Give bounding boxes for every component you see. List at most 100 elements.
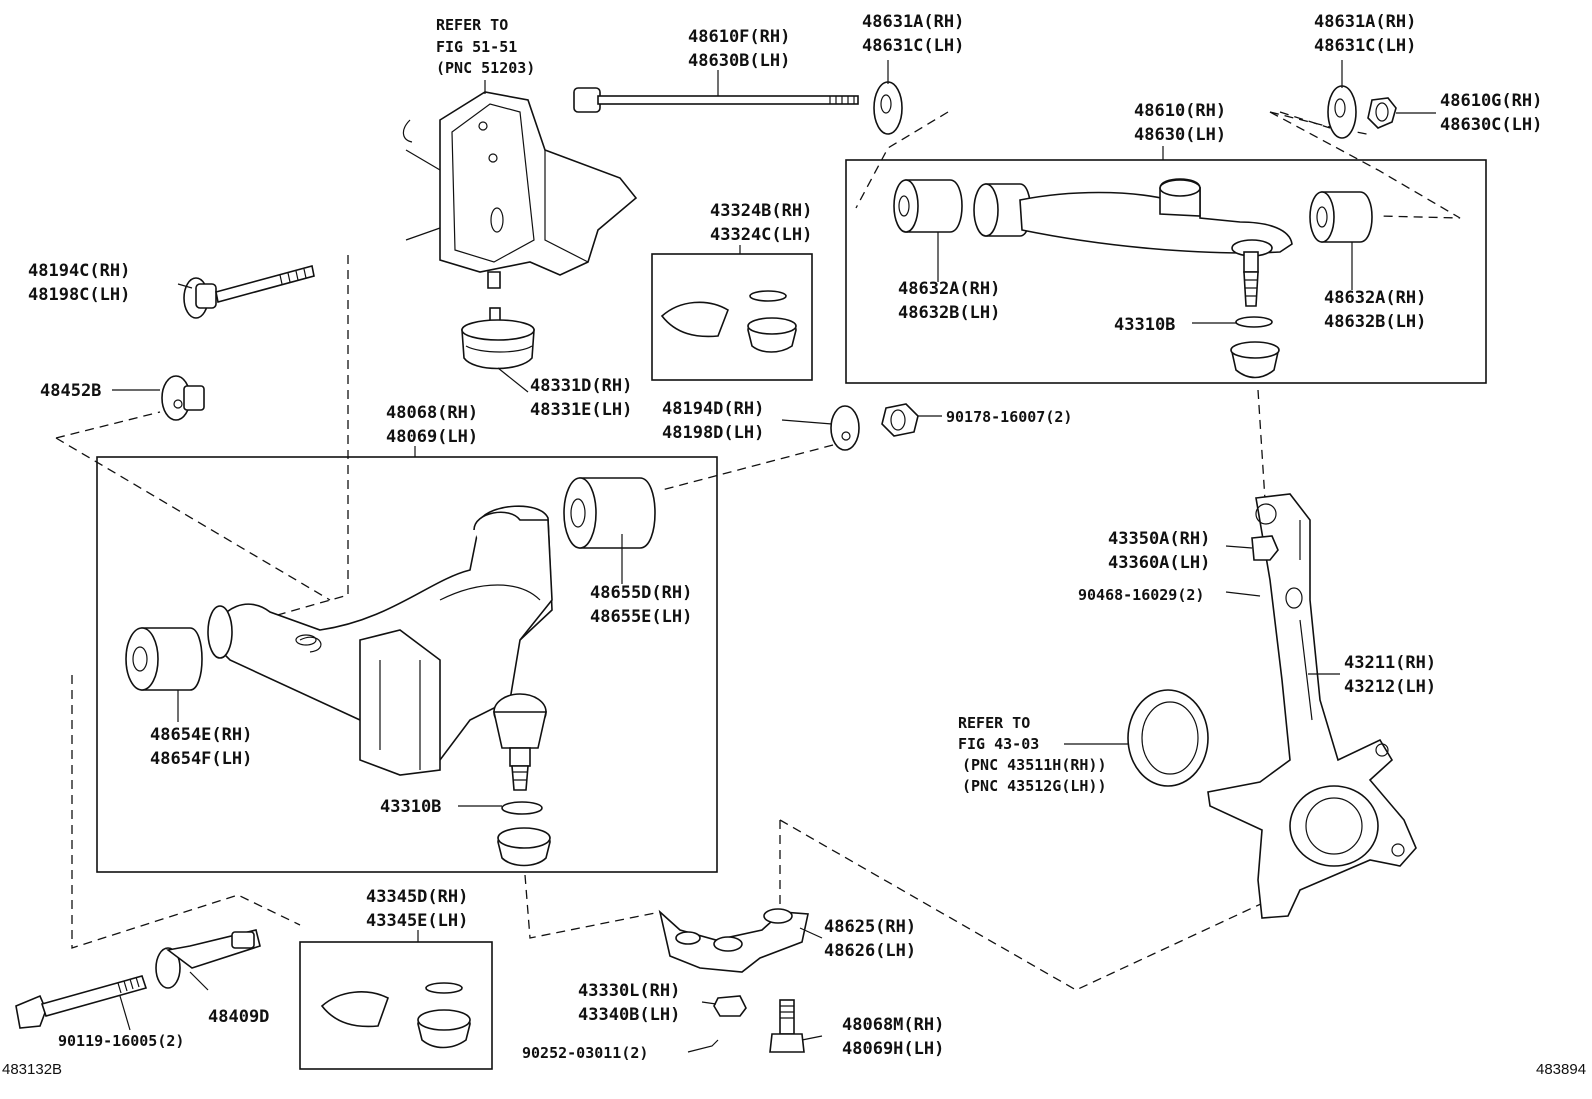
svg-text:48198C(LH): 48198C(LH) (28, 285, 130, 305)
label-48331D: 48331D(RH) 48331E(LH) (530, 376, 632, 420)
label-48610G: 48610G(RH) 48630C(LH) (1440, 91, 1542, 135)
svg-text:48632A(RH): 48632A(RH) (1324, 288, 1426, 308)
svg-text:43324C(LH): 43324C(LH) (710, 225, 812, 245)
steering-knuckle (1207, 493, 1417, 919)
svg-text:48198D(LH): 48198D(LH) (662, 423, 764, 443)
refer-bracket-line-3: (PNC 51203) (436, 59, 535, 77)
refer-hub-line-3: (PNC 43511H(RH)) (962, 756, 1107, 774)
label-48631A-right: 48631A(RH) 48631C(LH) (1314, 12, 1416, 56)
svg-text:48631C(LH): 48631C(LH) (1314, 36, 1416, 56)
svg-text:48631A(RH): 48631A(RH) (862, 12, 964, 32)
svg-text:48655E(LH): 48655E(LH) (590, 607, 692, 627)
refer-bracket-note: REFER TO FIG 51-51 (PNC 51203) (436, 16, 535, 77)
svg-text:48610G(RH): 48610G(RH) (1440, 91, 1542, 111)
lower-arm-box (96, 456, 718, 873)
svg-text:48068M(RH): 48068M(RH) (842, 1015, 944, 1035)
refer-hub-line-4: (PNC 43512G(LH)) (962, 777, 1107, 795)
refer-hub-line-1: REFER TO (958, 714, 1030, 732)
cam-plate-right (1327, 85, 1357, 139)
support-bolt (769, 999, 805, 1053)
refer-bracket-line-1: REFER TO (436, 16, 508, 34)
svg-text:43340B(LH): 43340B(LH) (578, 1005, 680, 1025)
svg-text:43345D(RH): 43345D(RH) (366, 887, 468, 907)
frame-bracket (402, 91, 638, 289)
label-48409D: 48409D (208, 1007, 269, 1027)
cam-plate-lower (830, 405, 860, 451)
label-48655D: 48655D(RH) 48655E(LH) (590, 583, 692, 627)
image-code-left: 483132B (2, 1061, 62, 1078)
leader-lines (112, 60, 1436, 1041)
lower-nut (881, 403, 919, 437)
svg-text:48631C(LH): 48631C(LH) (862, 36, 964, 56)
svg-text:43350A(RH): 43350A(RH) (1108, 529, 1210, 549)
hub-dust-seal (1127, 689, 1209, 787)
svg-text:43330L(RH): 43330L(RH) (578, 981, 680, 1001)
upper-control-arm (893, 178, 1373, 379)
cam-bolt-upper (183, 265, 315, 319)
svg-text:43345E(LH): 43345E(LH) (366, 911, 468, 931)
label-43350A: 43350A(RH) 43360A(LH) (1108, 529, 1210, 573)
label-48610F: 48610F(RH) 48630B(LH) (688, 27, 790, 71)
label-48632A-left: 48632A(RH) 48632B(LH) (898, 279, 1000, 323)
svg-text:48610(RH): 48610(RH) (1134, 101, 1226, 121)
cam-plate-left (873, 81, 903, 135)
svg-text:48630(LH): 48630(LH) (1134, 125, 1226, 145)
label-43345D: 43345D(RH) 43345E(LH) (366, 887, 468, 931)
svg-text:48331E(LH): 48331E(LH) (530, 400, 632, 420)
lower-cam-plate (155, 929, 261, 989)
label-90178: 90178-16007(2) (946, 408, 1072, 426)
label-43211: 43211(RH) 43212(LH) (1344, 653, 1436, 697)
lower-cam-bolt (15, 975, 148, 1029)
svg-text:43211(RH): 43211(RH) (1344, 653, 1436, 673)
refer-hub-line-2: FIG 43-03 (958, 735, 1039, 753)
boot-kit-top-box (651, 253, 813, 381)
svg-text:48632B(LH): 48632B(LH) (898, 303, 1000, 323)
label-48654E: 48654E(RH) 48654F(LH) (150, 725, 252, 769)
knuckle-arm-support (658, 908, 809, 973)
cotter-pin (687, 1039, 719, 1053)
svg-text:48654F(LH): 48654F(LH) (150, 749, 252, 769)
svg-text:48655D(RH): 48655D(RH) (590, 583, 692, 603)
upper-arm-box (845, 159, 1487, 384)
label-48194D: 48194D(RH) 48198D(LH) (662, 399, 764, 443)
label-48068: 48068(RH) 48069(LH) (386, 403, 478, 447)
svg-text:48632B(LH): 48632B(LH) (1324, 312, 1426, 332)
upper-arm-long-bolt (573, 87, 859, 113)
svg-text:48631A(RH): 48631A(RH) (1314, 12, 1416, 32)
svg-text:48626(LH): 48626(LH) (824, 941, 916, 961)
label-48632A-right: 48632A(RH) 48632B(LH) (1324, 288, 1426, 332)
label-90119: 90119-16005(2) (58, 1032, 184, 1050)
label-48610: 48610(RH) 48630(LH) (1134, 101, 1226, 145)
svg-text:48194C(RH): 48194C(RH) (28, 261, 130, 281)
label-43310B-lower: 43310B (380, 797, 441, 817)
refer-hub-note: REFER TO FIG 43-03 (PNC 43511H(RH)) (PNC… (958, 714, 1107, 795)
svg-text:48632A(RH): 48632A(RH) (898, 279, 1000, 299)
label-48625: 48625(RH) 48626(LH) (824, 917, 916, 961)
label-48068M: 48068M(RH) 48069H(LH) (842, 1015, 944, 1059)
label-43330L: 43330L(RH) 43340B(LH) (578, 981, 680, 1025)
support-nut (713, 995, 747, 1017)
svg-text:48068(RH): 48068(RH) (386, 403, 478, 423)
upper-arm-nut (1367, 97, 1397, 129)
svg-text:48630B(LH): 48630B(LH) (688, 51, 790, 71)
svg-text:48610F(RH): 48610F(RH) (688, 27, 790, 47)
svg-text:48625(RH): 48625(RH) (824, 917, 916, 937)
label-90468: 90468-16029(2) (1078, 586, 1204, 604)
svg-text:48331D(RH): 48331D(RH) (530, 376, 632, 396)
boot-kit-bottom-parts (320, 982, 471, 1049)
svg-text:48654E(RH): 48654E(RH) (150, 725, 252, 745)
cam-washer (161, 375, 205, 421)
svg-text:43360A(LH): 43360A(LH) (1108, 553, 1210, 573)
svg-text:43212(LH): 43212(LH) (1344, 677, 1436, 697)
svg-text:48630C(LH): 48630C(LH) (1440, 115, 1542, 135)
svg-text:48069(LH): 48069(LH) (386, 427, 478, 447)
label-48452B: 48452B (40, 381, 101, 401)
engine-mount (461, 307, 535, 370)
svg-text:48069H(LH): 48069H(LH) (842, 1039, 944, 1059)
label-90252: 90252-03011(2) (522, 1044, 648, 1062)
image-code-right: 483894 (1536, 1061, 1586, 1078)
label-43310B-upper: 43310B (1114, 315, 1175, 335)
svg-text:48194D(RH): 48194D(RH) (662, 399, 764, 419)
label-43324B: 43324B(RH) 43324C(LH) (710, 201, 812, 245)
